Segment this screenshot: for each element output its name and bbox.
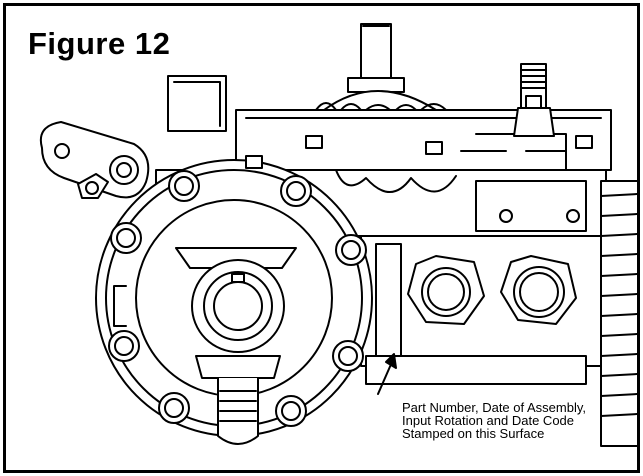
hex-plug-center <box>407 255 485 325</box>
housing-top <box>235 109 612 171</box>
figure-title: Figure 12 <box>28 26 171 61</box>
caption-line: Stamped on this Surface <box>402 426 545 441</box>
arrow-icon <box>377 353 397 395</box>
stamp-caption: Part Number, Date of Assembly, Input Rot… <box>402 401 632 440</box>
cover-bolts <box>108 170 367 427</box>
upper-left-block <box>167 75 227 132</box>
left-lever <box>39 121 150 199</box>
pump-diagram <box>39 23 637 447</box>
caption-line: Part Number, Date of Assembly, <box>402 400 586 415</box>
top-shaft <box>347 23 405 93</box>
caption-line: Input Rotation and Date Code <box>402 413 575 428</box>
round-cover <box>95 159 373 445</box>
top-bolts <box>245 135 593 169</box>
figure-frame: Figure 12 <box>3 3 640 473</box>
hex-plug-right <box>500 255 577 325</box>
valve-fitting <box>513 63 555 137</box>
